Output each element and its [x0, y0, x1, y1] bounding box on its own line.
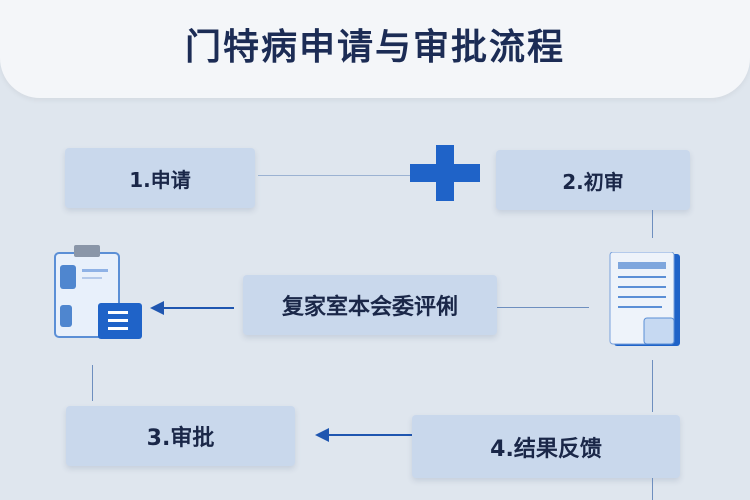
connector-line [162, 307, 234, 309]
connector-line [652, 360, 653, 412]
step-label: 3.审批 [146, 426, 215, 451]
connector-line [327, 434, 412, 436]
clipboard-icon [54, 245, 142, 339]
page-title: 门特病申请与审批流程 [184, 27, 565, 68]
step-initial-review: 2.初审 [496, 150, 690, 210]
step-label: 1.申请 [129, 167, 191, 192]
step-label: 复家室本会委评俐 [281, 295, 458, 320]
step-committee-review: 复家室本会委评俐 [243, 275, 497, 335]
arrow-left-icon [150, 301, 164, 315]
step-label: 4.结果反馈 [490, 436, 602, 462]
step-label: 2.初审 [562, 169, 624, 194]
connector-line [497, 307, 589, 308]
connector-line [652, 478, 653, 500]
step-apply: 1.申请 [65, 148, 255, 208]
step-result-feedback: 4.结果反馈 [412, 415, 680, 478]
connector-line [92, 365, 93, 401]
document-icon [609, 252, 680, 346]
connector-line [652, 210, 653, 238]
medical-cross-icon [410, 145, 480, 201]
step-approval: 3.审批 [66, 406, 295, 466]
header-panel [0, 0, 750, 98]
arrow-left-icon [315, 428, 329, 442]
connector-line [258, 175, 410, 176]
